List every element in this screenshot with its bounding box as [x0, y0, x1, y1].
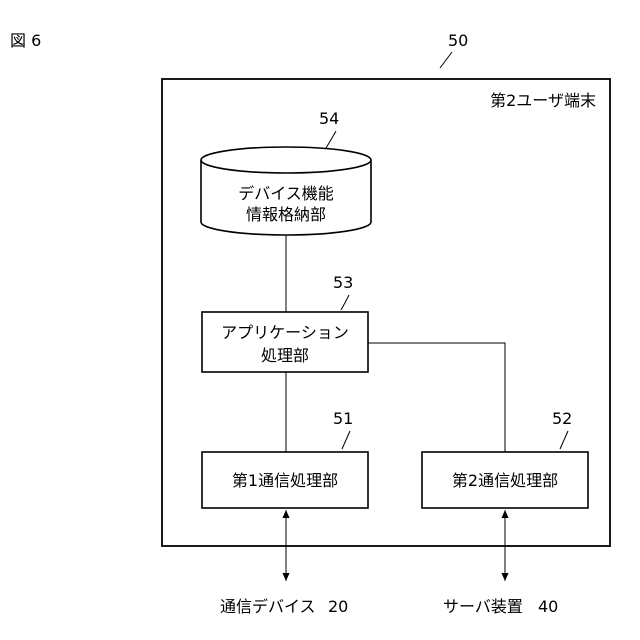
external-left-label: 通信デバイス — [220, 597, 316, 616]
comm2-label: 第2通信処理部 — [452, 471, 558, 490]
device-storage-ref: 54 — [319, 109, 339, 128]
comm1-ref: 51 — [333, 409, 353, 428]
app-processor-ref: 53 — [333, 273, 353, 292]
terminal-ref: 50 — [448, 31, 468, 50]
external-left-ref: 20 — [328, 597, 348, 616]
external-right-ref: 40 — [538, 597, 558, 616]
figure-label: 図 6 — [10, 31, 41, 50]
comm1-label: 第1通信処理部 — [232, 471, 338, 490]
app-processor-line2: 処理部 — [261, 346, 309, 365]
device-storage-line2: 情報格納部 — [246, 205, 326, 224]
external-right-label: サーバ装置 — [443, 597, 523, 616]
terminal-label: 第2ユーザ端末 — [490, 91, 596, 110]
app-processor-line1: アプリケーション — [221, 323, 349, 342]
terminal-leader-line — [440, 52, 452, 68]
device-storage-line1: デバイス機能 — [238, 184, 334, 203]
comm2-ref: 52 — [552, 409, 572, 428]
